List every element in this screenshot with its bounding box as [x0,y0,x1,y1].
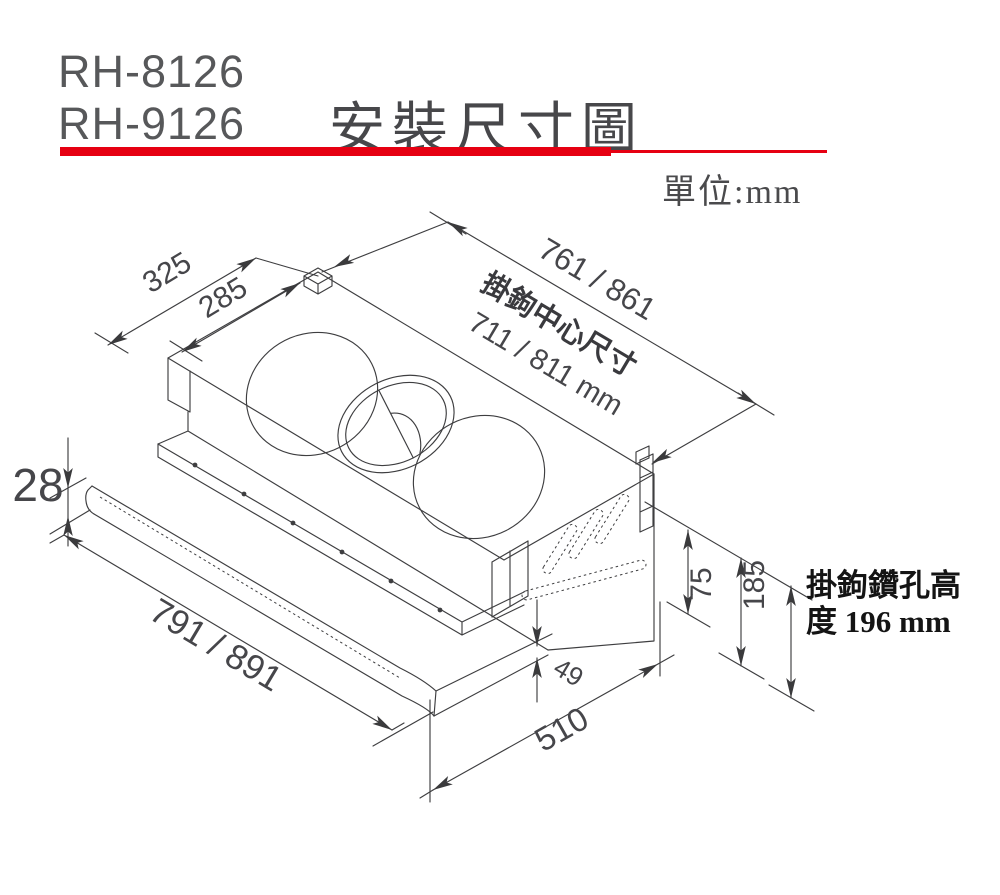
dimension-arrows [63,222,796,790]
dim-bottom-gap: 49 [549,652,589,693]
hook-bracket-right [635,445,654,533]
glass-visor [85,485,553,717]
model-numbers: RH-8126 RH-9126 [58,46,245,150]
top-face [167,271,655,561]
dim-body-length: 791 / 891 [143,591,288,699]
hook-hole-note-line1: 掛鉤鑽孔高 [806,568,961,603]
left-step-lower [157,411,549,651]
vent-slots [521,493,647,601]
dim-line-325 [107,257,257,346]
dim-hook-upper: 75 [685,567,718,600]
right-face-notch [491,540,529,618]
screw-holes [192,462,443,613]
model-line2: RH-9126 [58,98,246,149]
dim-depth: 510 [528,699,594,758]
lower-panel [157,443,525,636]
fan-opening-right [412,414,546,540]
hook-hole-note-line2: 度 196 mm [806,604,951,639]
dim-visor-thickness: 28 [12,459,63,511]
unit-label: 單位:mm [662,174,803,211]
dim-line-791 [63,534,393,731]
hood-body [85,267,655,717]
dim-line-510 [432,663,659,791]
model-line1: RH-8126 [58,46,246,97]
dimension-lines [63,221,792,791]
dim-line-761 [447,221,757,405]
dim-hook-lower: 185 [738,560,771,610]
dim-line-285 [181,282,301,353]
blower-opening-center [337,374,455,474]
dim-back-width: 325 [137,246,197,300]
left-step-upper [167,357,191,413]
right-end-edge [547,473,655,651]
visor-trim-line [99,496,401,679]
red-rule-thin [611,150,827,153]
dim-hook-offset: 285 [193,271,253,325]
hook-bracket-top [303,267,333,295]
red-rule-thick [60,147,611,156]
